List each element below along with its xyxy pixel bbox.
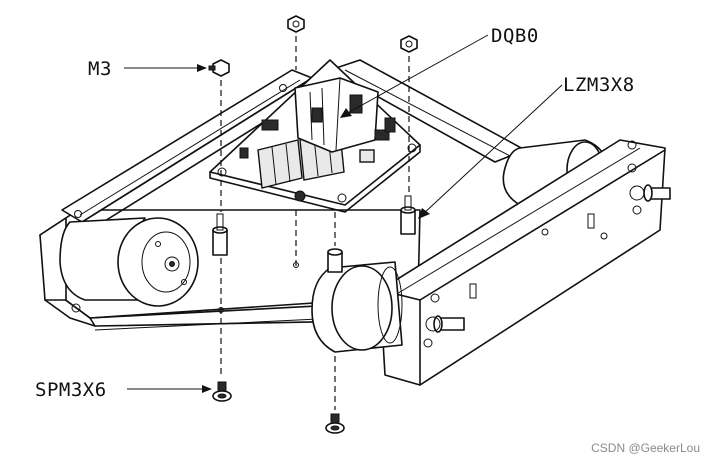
nut-top-center — [287, 15, 305, 33]
label-dqbo: DQB0 — [491, 25, 539, 47]
callout-dqbo — [340, 34, 489, 118]
standoff-left — [212, 213, 228, 256]
nut-m3 — [208, 59, 230, 77]
label-m3: M3 — [88, 58, 112, 80]
label-lzm3x8: LZM3X8 — [563, 74, 635, 96]
left-front-side — [39, 217, 96, 327]
nut-top-right — [400, 35, 418, 53]
screw-spm-left — [212, 381, 232, 402]
screw-spm-bottom — [325, 413, 345, 434]
heatsink-module — [294, 77, 379, 153]
callout-lzm — [418, 84, 563, 219]
assembly-centerlines — [218, 36, 410, 410]
right-front-motor — [311, 261, 403, 353]
standoff-center — [327, 248, 343, 273]
left-rear-rail — [61, 69, 313, 235]
standoff-right — [400, 195, 416, 235]
callout-m3 — [124, 64, 207, 72]
left-front-motor — [59, 217, 199, 307]
driver-board-pcb — [209, 59, 421, 213]
callout-spm — [127, 385, 212, 393]
label-spm3x6: SPM3X6 — [35, 379, 107, 401]
watermark: CSDN @GeekerLou — [591, 441, 700, 455]
